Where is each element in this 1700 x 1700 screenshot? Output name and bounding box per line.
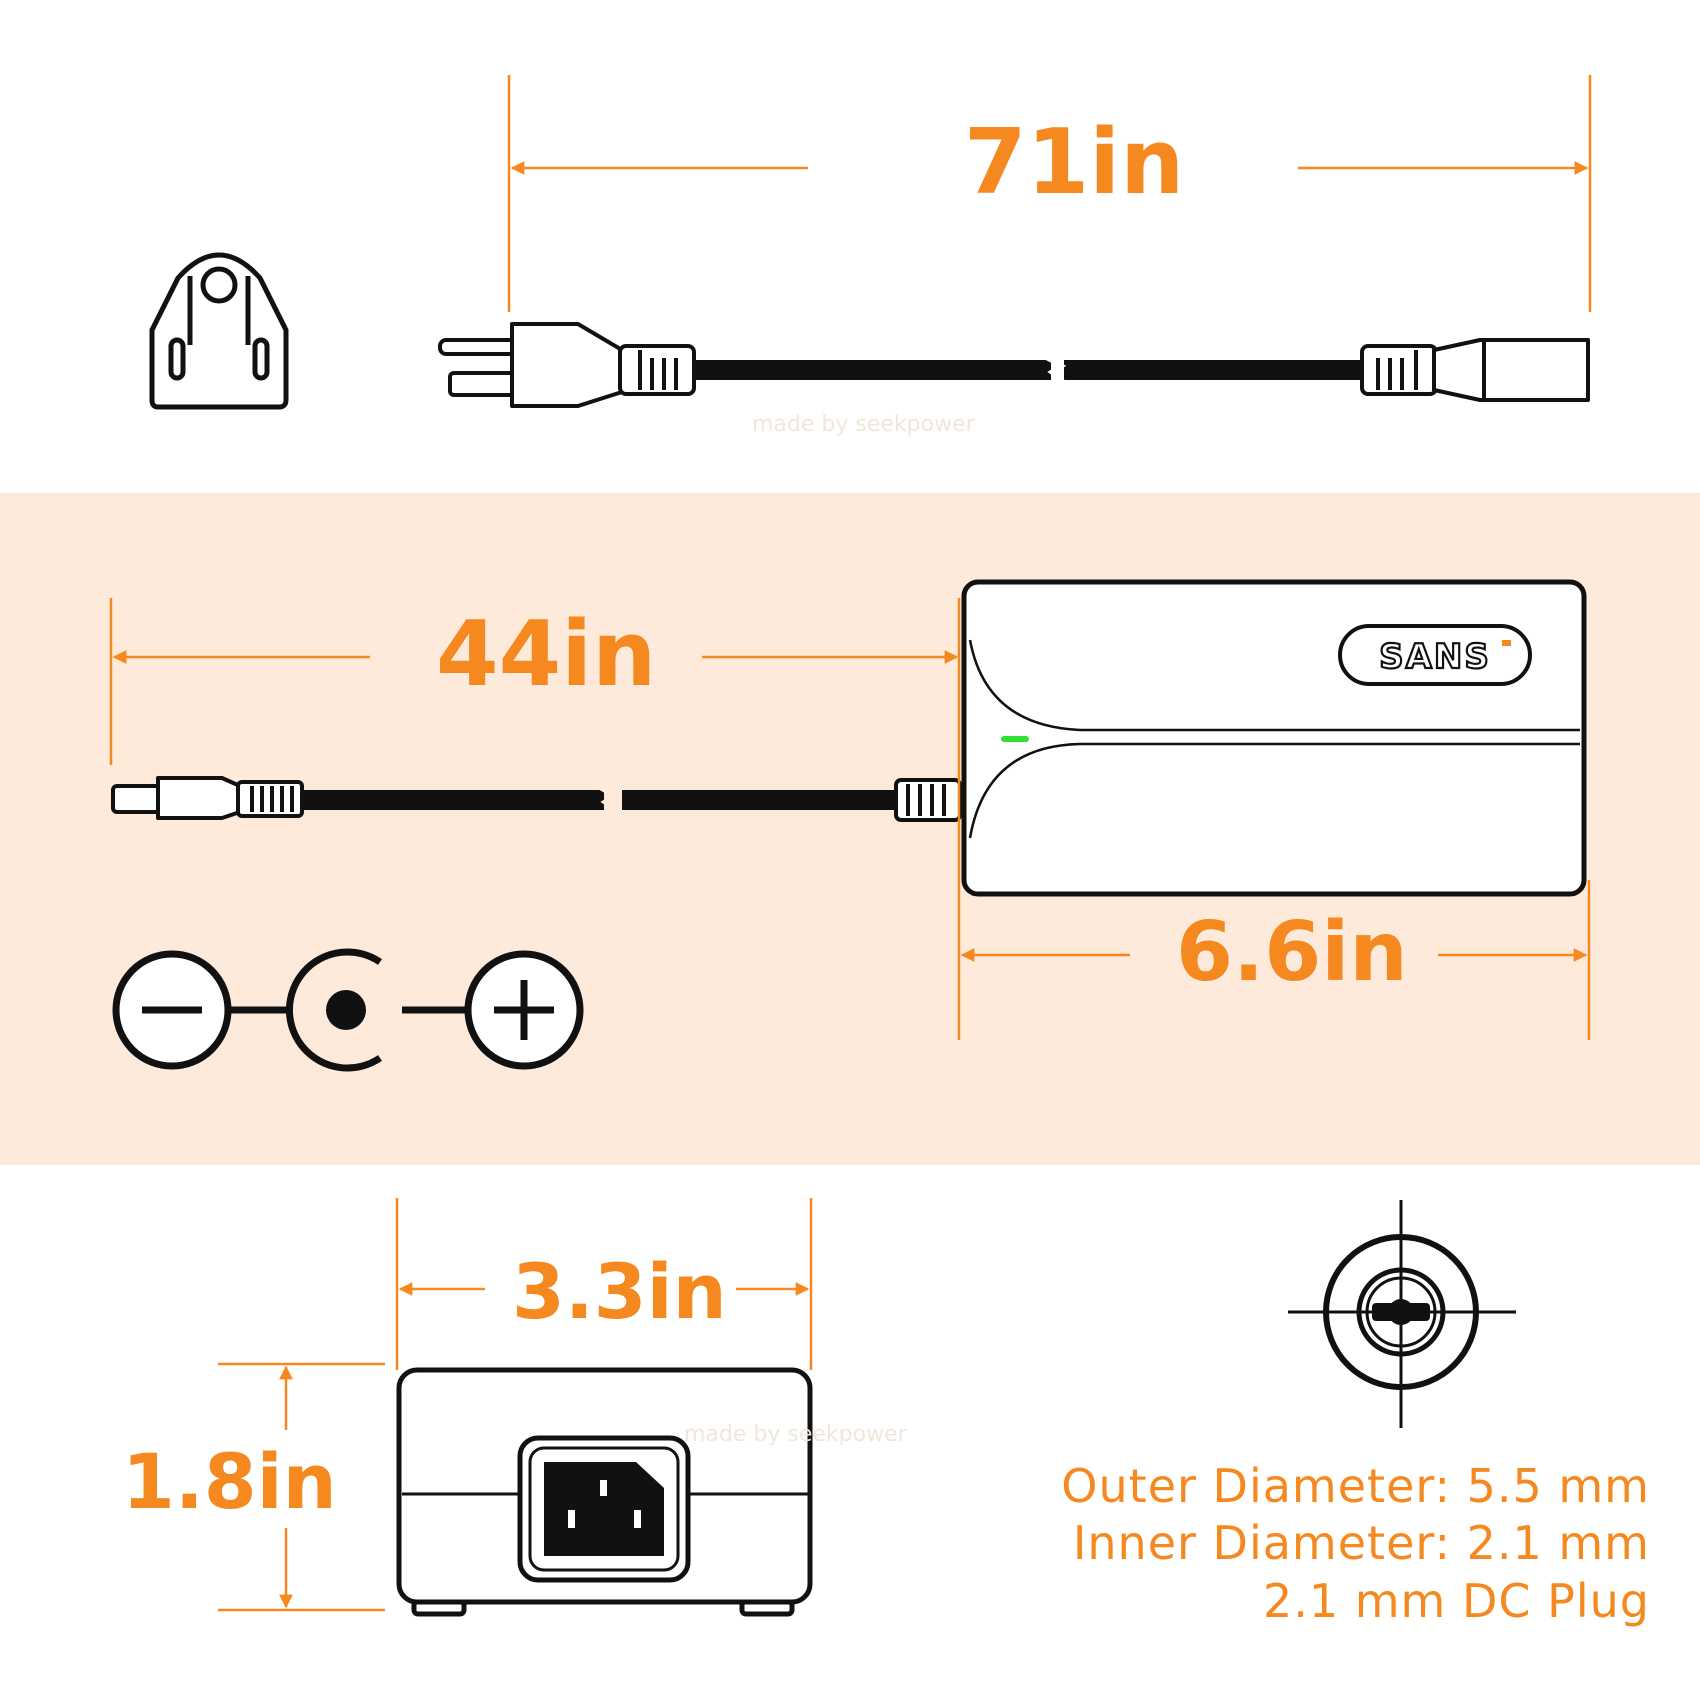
power-adapter-body: SANS	[961, 579, 1587, 897]
adapter-width-label: 3.3in	[512, 1247, 727, 1336]
brand-badge	[1338, 624, 1532, 686]
brand-logo-text: SANS	[1379, 637, 1491, 677]
cord-length-dimension	[507, 75, 1592, 312]
adapter-width-dimension	[395, 1198, 813, 1370]
adapter-height-dimension	[218, 1362, 385, 1612]
us-plug-end	[438, 322, 696, 408]
dc-cable-length-dimension	[109, 598, 959, 765]
adapter-height-label: 1.8in	[122, 1437, 337, 1526]
outer-diameter-spec: Outer Diameter: 5.5 mm	[1061, 1459, 1650, 1513]
cord-length-label: 71in	[964, 110, 1185, 215]
iec-connector-end	[1360, 338, 1590, 402]
ac-power-cord	[438, 322, 1590, 408]
adapter-length-label: 6.6in	[1176, 905, 1408, 1000]
status-led	[1001, 736, 1029, 742]
dc-cable-length-label: 44in	[436, 602, 657, 707]
dc-plug-end-icon	[1288, 1200, 1516, 1428]
watermark: made by seekpower	[684, 1422, 907, 1447]
dc-barrel-plug	[111, 776, 304, 820]
ac-socket-icon	[544, 1462, 664, 1556]
inner-diameter-spec: Inner Diameter: 2.1 mm	[1072, 1516, 1650, 1570]
polarity-icon	[112, 948, 584, 1072]
adapter-length-dimension	[957, 598, 1591, 1040]
watermark: made by seekpower	[752, 412, 975, 437]
dc-strain-relief	[894, 778, 962, 822]
us-plug-face-icon	[149, 252, 289, 410]
dc-plug-spec: 2.1 mm DC Plug	[1262, 1574, 1650, 1628]
